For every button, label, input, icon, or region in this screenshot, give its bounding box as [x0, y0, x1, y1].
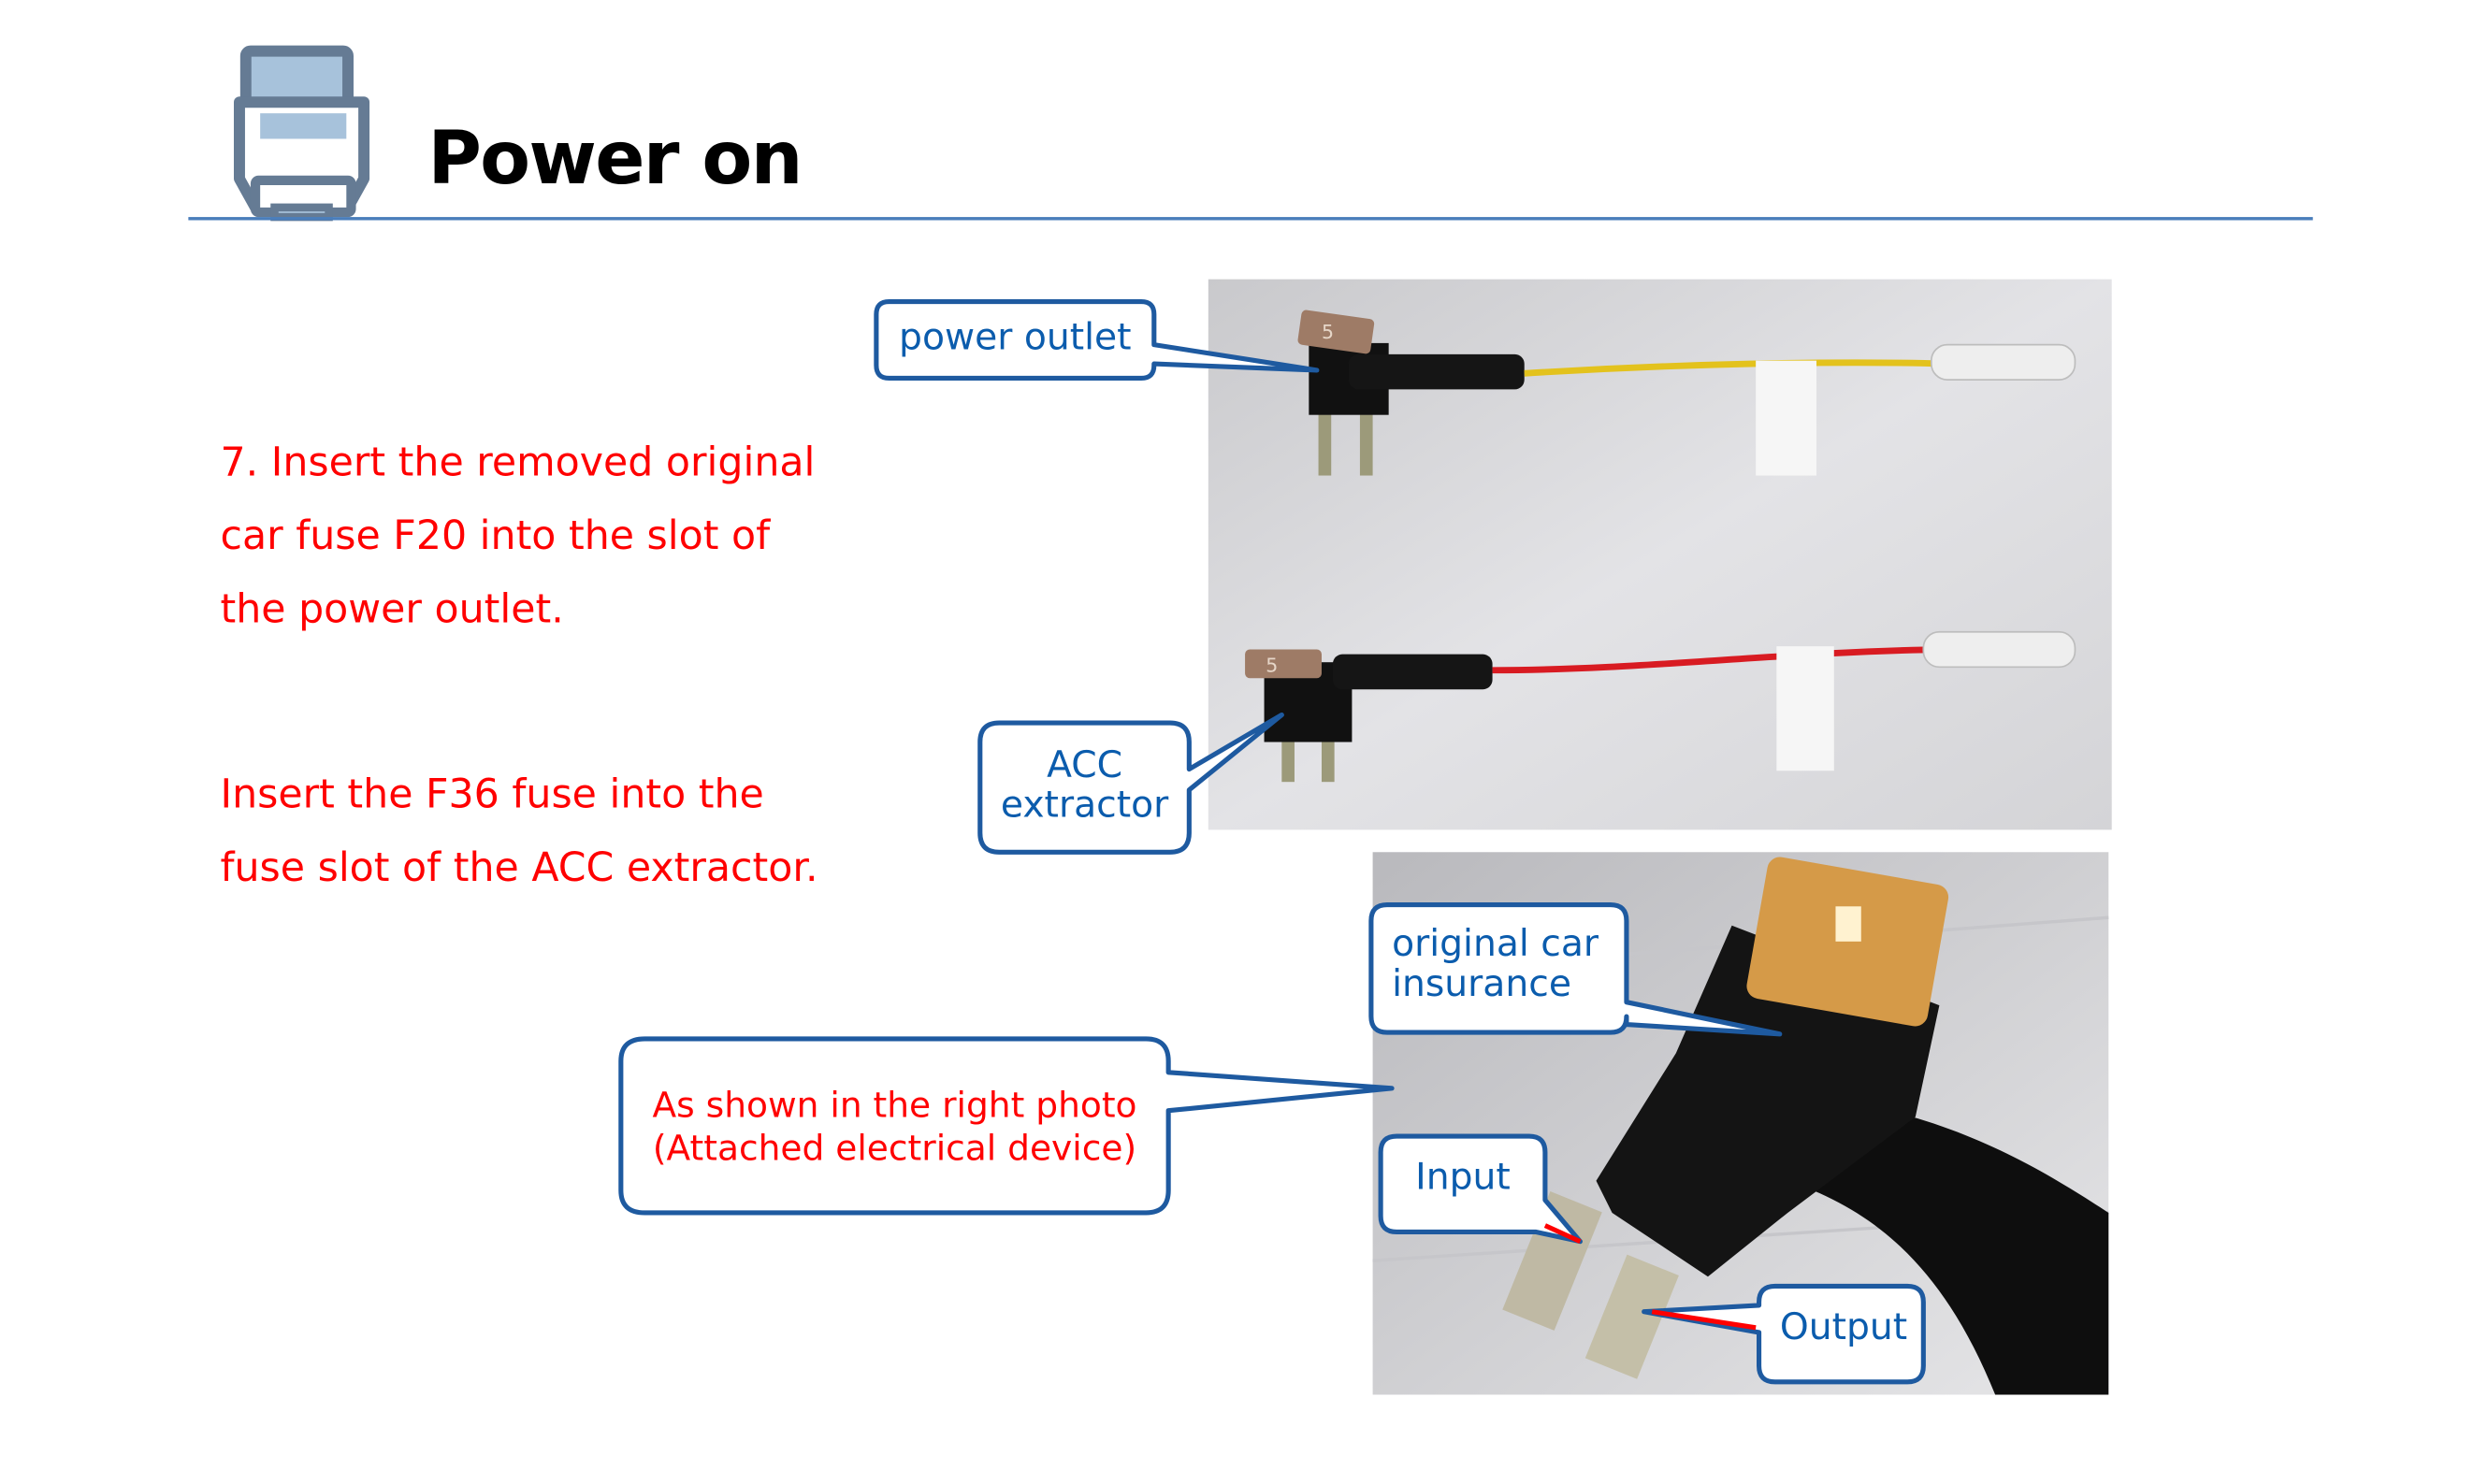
- text-line: 7. Insert the removed original: [220, 439, 816, 485]
- fuse-label: 5: [1266, 654, 1278, 676]
- callout-original-car-insurance: original car insurance: [1392, 924, 1599, 1006]
- text-line: the power outlet.: [220, 585, 564, 632]
- page-title: Power on: [427, 114, 803, 202]
- text-line: ACC: [1047, 744, 1123, 787]
- text-line: Insert the F36 fuse into the: [220, 771, 764, 817]
- callout-acc-extractor: ACC extractor: [980, 744, 1190, 827]
- step7-instruction: 7. Insert the removed original car fuse …: [220, 426, 815, 646]
- text-line: extractor: [1000, 785, 1169, 827]
- text-line: insurance: [1392, 963, 1571, 1006]
- text-line: As shown in the right photo: [652, 1087, 1137, 1127]
- photo-fuse-taps: 5 5: [1208, 279, 2112, 830]
- acc-instruction: Insert the F36 fuse into the fuse slot o…: [220, 758, 817, 905]
- callout-power-outlet: power outlet: [899, 317, 1132, 359]
- text-line: fuse slot of the ACC extractor.: [220, 843, 818, 891]
- text-line: (Attached electrical device): [652, 1130, 1137, 1170]
- text-line: car fuse F20 into the slot of: [220, 511, 771, 559]
- text-line: original car: [1392, 924, 1599, 966]
- callout-input: Input: [1415, 1157, 1511, 1199]
- fuse-label: 5: [1322, 321, 1334, 343]
- callout-as-shown: As shown in the right photo (Attached el…: [621, 1085, 1168, 1171]
- callout-output: Output: [1779, 1306, 1908, 1348]
- title-divider: [188, 217, 2313, 221]
